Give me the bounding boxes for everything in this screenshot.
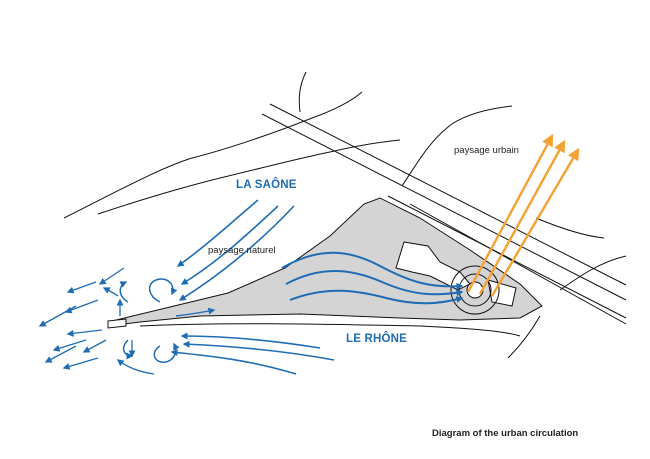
saone-flow-arrow	[180, 205, 279, 285]
swirl-arrow	[119, 281, 129, 303]
swirl-arrow	[148, 278, 178, 303]
site-flow-arrow	[285, 270, 464, 297]
saone-flow-arrow	[176, 199, 259, 267]
dispersion-arrow	[102, 287, 119, 297]
saone-flow-arrow	[178, 205, 295, 301]
tip-flow-arrow	[175, 307, 216, 317]
rail-line-3	[387, 195, 627, 319]
saone-riverbank-2	[97, 139, 401, 215]
saone-riverbank	[63, 91, 363, 219]
label-rhone: LE RHÔNE	[346, 332, 407, 345]
street-north	[298, 71, 307, 113]
urban-outflow-arrow	[490, 147, 580, 297]
rhone-riverbank	[139, 323, 521, 337]
peninsula-site	[107, 197, 543, 327]
dispersion-arrow	[64, 299, 99, 314]
dispersion-arrow	[82, 339, 107, 353]
swirl-arrow	[153, 342, 180, 363]
east-bank-3	[507, 315, 541, 359]
dispersion-arrow	[44, 345, 77, 363]
rhone-flow-arrow	[180, 332, 321, 349]
dispersion-arrow	[98, 267, 125, 285]
east-bank	[559, 255, 627, 291]
urban-outflow-arrow	[466, 133, 554, 293]
rhone-flow-arrow	[170, 349, 297, 375]
dispersion-arrow	[66, 281, 97, 294]
landmark-ring-outer	[450, 265, 500, 315]
confluence-pier	[107, 318, 127, 329]
site-flow-arrow	[281, 251, 464, 290]
street-north-2	[401, 105, 513, 187]
dispersion-arrow	[52, 339, 87, 352]
rhone-flow-arrow	[182, 340, 335, 361]
dispersion-arrow	[38, 305, 77, 327]
label-paysage-urbain: paysage urbain	[454, 145, 519, 156]
rail-line-2	[269, 103, 627, 286]
dispersion-arrow	[62, 357, 99, 370]
swirl-arrow	[122, 339, 134, 360]
urban-outflow-arrow	[478, 139, 566, 295]
label-saone: LA SAÔNE	[236, 178, 297, 191]
dispersion-arrow	[66, 329, 103, 337]
diagram-caption: Diagram of the urban circulation	[432, 428, 579, 439]
site-flow-arrow	[289, 289, 464, 305]
rail-line-1	[261, 113, 627, 301]
label-paysage-naturel: paysage naturel	[208, 245, 276, 256]
east-bank-2	[535, 217, 605, 239]
rail-line-4	[409, 203, 627, 325]
dispersion-arrow	[116, 359, 155, 375]
